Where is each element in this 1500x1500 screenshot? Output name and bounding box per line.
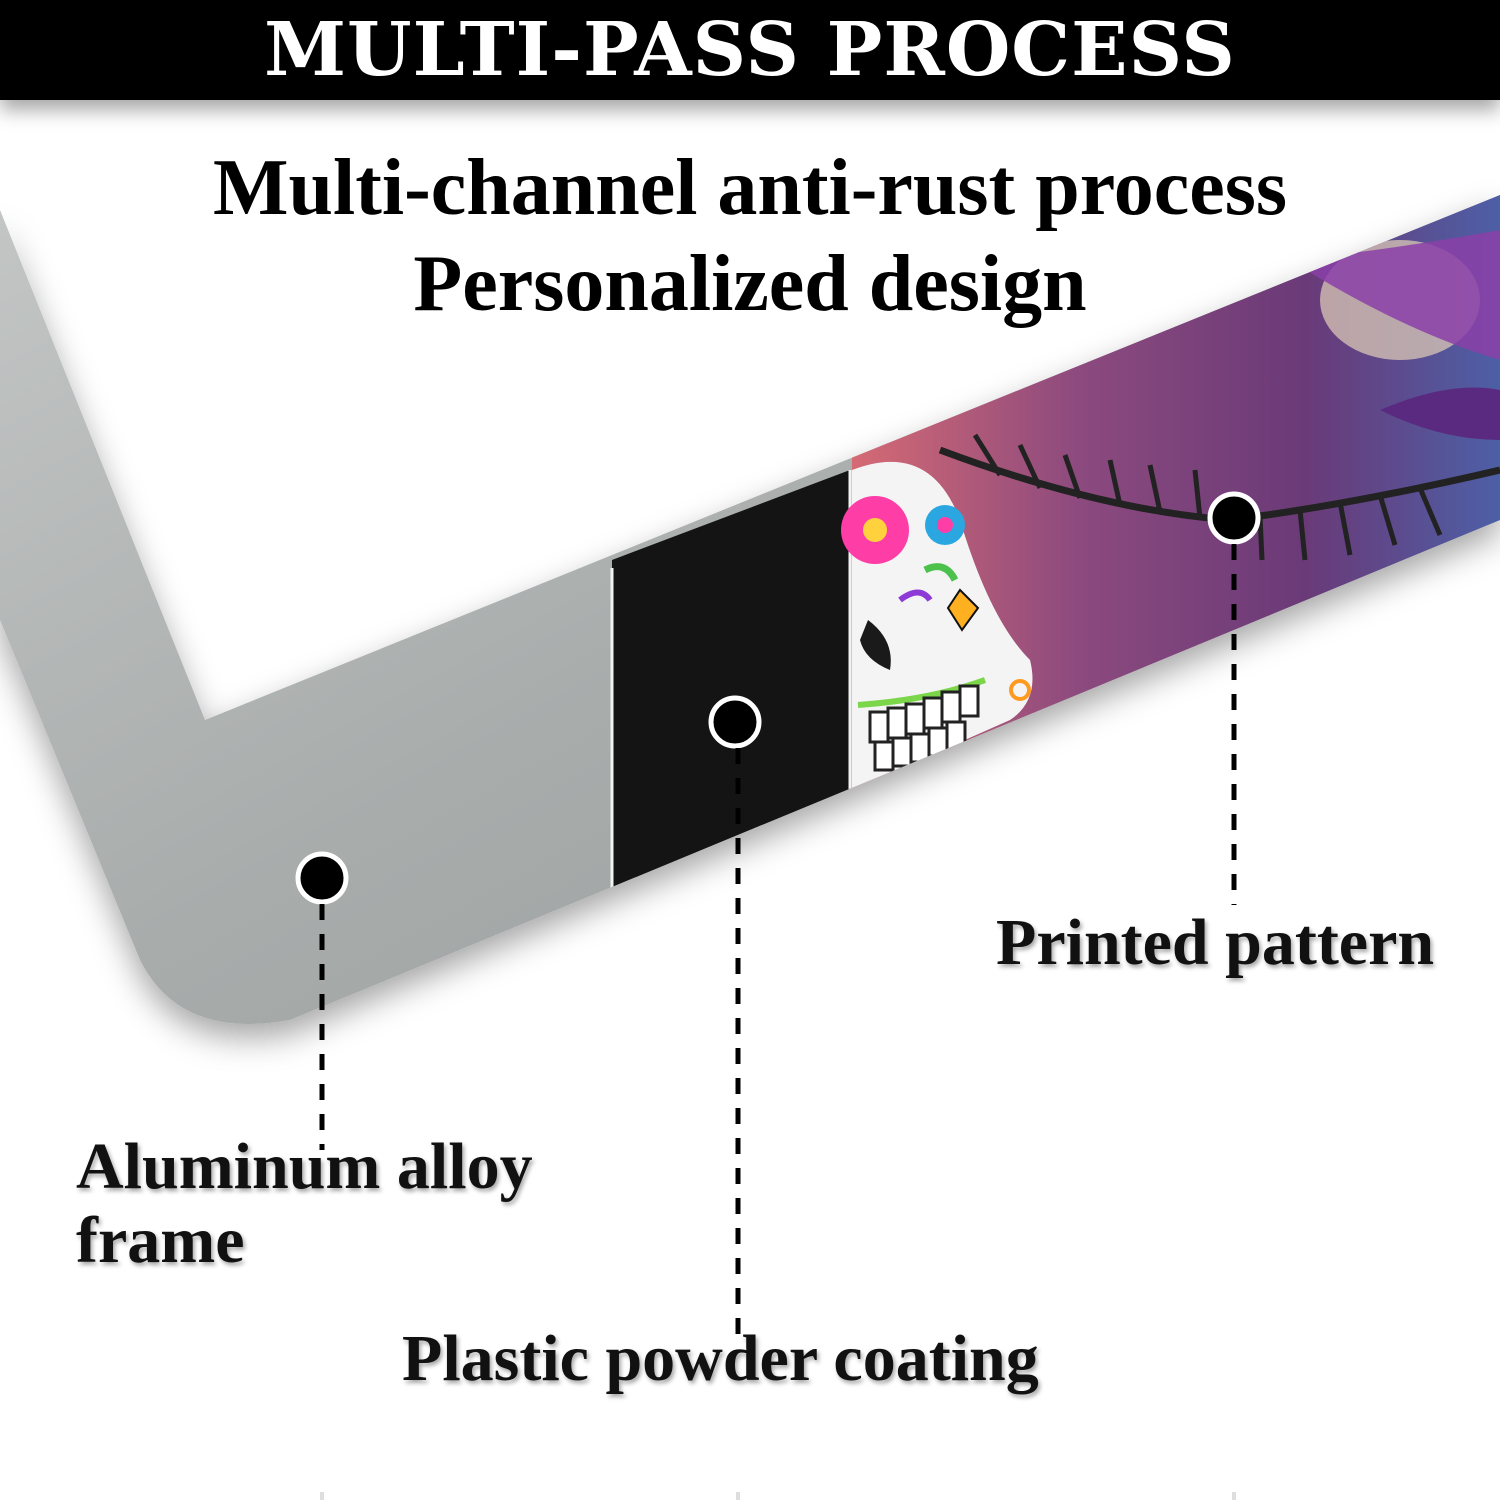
label-printed-pattern: Printed pattern (996, 906, 1435, 979)
label-plastic-powder-coating: Plastic powder coating (402, 1322, 1039, 1395)
bottom-leader-stubs (320, 1492, 1236, 1500)
label-aluminum-line-2: frame (76, 1204, 245, 1277)
marker-dot-icon (708, 695, 762, 749)
headline-line-1: Multi-channel anti-rust process (212, 144, 1288, 232)
callout-aluminum (295, 851, 349, 1150)
marker-dot-icon (295, 851, 349, 905)
banner-title: MULTI-PASS PROCESS (264, 7, 1236, 93)
powder-coating-segment (612, 470, 850, 900)
marker-dot-icon (1207, 491, 1261, 545)
headline-line-2: Personalized design (413, 240, 1087, 328)
title-banner: MULTI-PASS PROCESS (0, 0, 1500, 100)
callout-coating (708, 695, 762, 1345)
label-aluminum-line-1: Aluminum alloy (76, 1130, 533, 1203)
callout-pattern (1207, 491, 1261, 905)
sugar-skull-art (841, 461, 1033, 790)
